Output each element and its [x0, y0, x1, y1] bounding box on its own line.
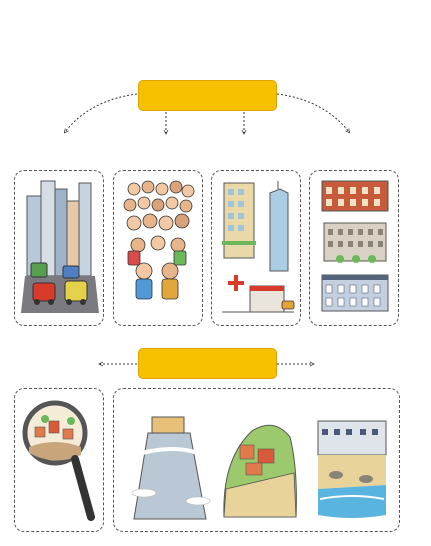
card-buildings — [211, 170, 301, 326]
card-city-traffic — [14, 170, 104, 326]
landforms-icon — [131, 416, 387, 520]
arrow-left-curve — [65, 93, 138, 132]
middle-label-box — [138, 348, 277, 379]
arrow-right-curve — [276, 93, 349, 132]
card-magnifier — [14, 388, 104, 532]
card-residences — [309, 170, 399, 326]
card-crowd — [113, 170, 203, 326]
plateau-illustration — [133, 432, 207, 520]
residence-rows-icon — [321, 180, 389, 312]
card-landforms — [113, 388, 400, 532]
magnifier-village-icon — [22, 400, 95, 521]
top-label-box — [138, 80, 277, 111]
city-traffic-icon — [21, 180, 99, 313]
coast-illustration — [317, 420, 387, 456]
crowd-icon — [123, 180, 195, 300]
buildings-hospital-icon — [222, 181, 295, 313]
